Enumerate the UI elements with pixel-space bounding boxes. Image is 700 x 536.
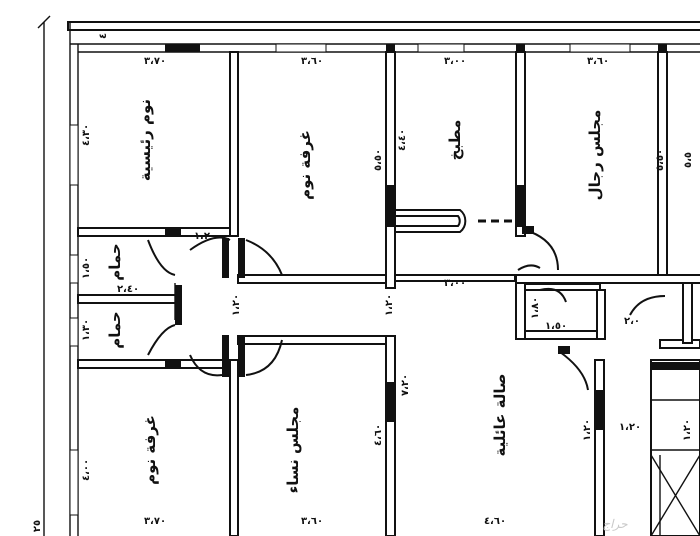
dim-small-w: ٢،٠ [624, 316, 640, 327]
dim-stair-v: ١،٢٠ [682, 419, 693, 441]
dim-right-v: ١،٢٠ [619, 422, 641, 433]
dim-top-3: ٣،٠٠ [444, 56, 466, 67]
dim-left-room1: ٤،٣٠ [81, 124, 92, 146]
dim-outer-left: ٢٥ [32, 520, 43, 532]
door-swings [147, 226, 666, 391]
room-label-men-majlis: مجلس رجال [586, 110, 604, 201]
dim-bottom-3: ٤،٦٠ [484, 516, 506, 527]
dim-top-2: ٣،٦٠ [301, 56, 323, 67]
room-label-bedroom-top: غرفة نوم [296, 130, 314, 200]
dim-majlis-h2: ٥،٥ [683, 152, 694, 168]
dim-bedroom-top-h: ٥،٥٠ [373, 149, 384, 171]
corridor-lobby [174, 236, 283, 377]
room-label-master-bedroom: نوم رئيسية [136, 99, 154, 181]
dim-bottom-2: ٣،٦٠ [301, 516, 323, 527]
room-label-women-majlis: مجلس نساء [284, 407, 302, 494]
dim-hall-h: ٧،٢٠ [400, 374, 411, 396]
outer-dimension-line [37, 15, 51, 536]
room-label-bedroom-bottom: غرفة نوم [141, 415, 159, 485]
dim-top-4: ٣،٦٠ [587, 56, 609, 67]
dim-women-h: ٤،٦٠ [373, 424, 384, 446]
dim-bath1-w: ٢،٤٠ [117, 284, 139, 295]
kitchen-sink-counter [395, 209, 516, 233]
dim-bed-bottom-h: ٤،٠٠ [81, 459, 92, 481]
dim-hall-v-right: ١،٢٠ [582, 419, 593, 441]
room-label-kitchen: مطبخ [446, 120, 464, 161]
dim-majlis-h: ٥،٥٠ [655, 149, 666, 171]
room-label-bath-2: حمام [106, 311, 124, 349]
dim-lobby-v: ١،٢٠ [231, 294, 242, 316]
dim-kitchen-h: ٤،٤٠ [397, 129, 408, 151]
dim-bottom-1: ٣،٧٠ [144, 516, 166, 527]
dim-corridor-w: ١،٢٠ [194, 231, 216, 242]
dim-bath1-h: ١،٥٠ [81, 257, 92, 279]
dim-small-h: ١،٥٠ [545, 321, 567, 332]
interior-walls [77, 51, 700, 536]
room-label-bath-1: حمام [106, 243, 124, 281]
dim-corridor-h: ٣،٠٠ [444, 278, 466, 289]
dim-small-v: ١،٨٠ [530, 297, 541, 319]
staircase [650, 359, 700, 536]
watermark-logo: حراج [602, 517, 628, 531]
left-wall-windows [69, 124, 79, 516]
dim-top-1: ٣،٧٠ [144, 56, 166, 67]
room-label-family-hall: صالة عائلية [491, 374, 509, 457]
dim-top-left-mark: ٤ [98, 33, 109, 39]
dim-bath2-h: ١،٣٠ [81, 319, 92, 341]
dim-hall-vert-2: ١،٢٠ [384, 294, 395, 316]
